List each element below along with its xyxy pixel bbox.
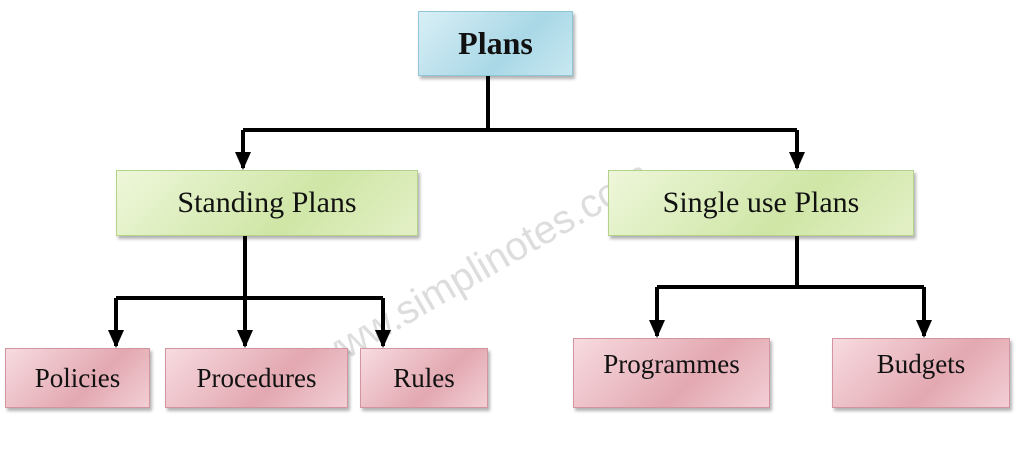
connector-root [243, 76, 797, 132]
node-rules: Rules [360, 348, 488, 408]
node-budgets: Budgets [832, 338, 1010, 408]
node-policies: Policies [5, 348, 150, 408]
node-standing-plans: Standing Plans [116, 170, 418, 236]
node-programmes: Programmes [573, 338, 770, 408]
node-plans: Plans [418, 11, 573, 76]
connector-single [657, 236, 924, 289]
node-single-use-plans: Single use Plans [608, 170, 914, 236]
node-procedures: Procedures [165, 348, 348, 408]
connector-standing [116, 236, 383, 300]
